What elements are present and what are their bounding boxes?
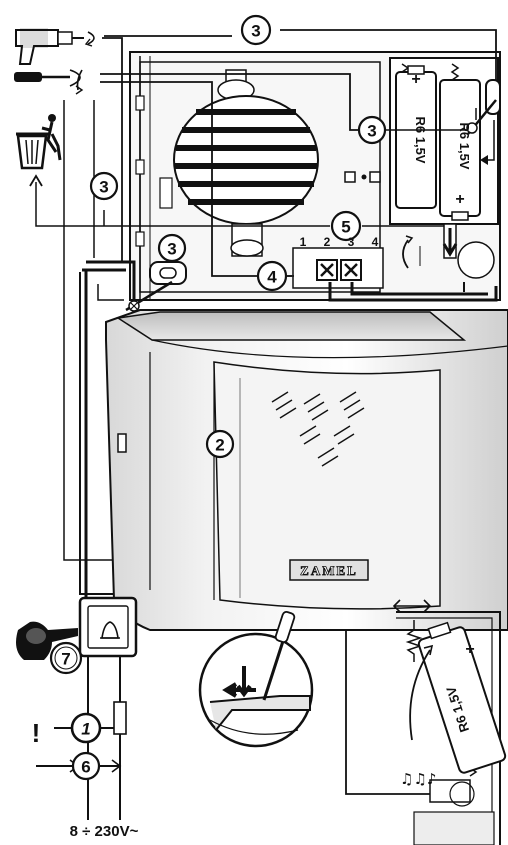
warning-mark: ! (32, 718, 41, 748)
step-marker-1-label: 1 (81, 720, 90, 739)
battery-detail-plus: + (465, 641, 474, 658)
drill-icon (15, 28, 95, 65)
step-marker-3-top: 3 (240, 14, 272, 46)
terminal-label-2: 2 (324, 235, 331, 249)
bell-icon (100, 621, 120, 639)
pry-detail-circle (198, 632, 314, 748)
step-marker-1: 1 (70, 712, 102, 744)
brand-label: ZAMEL (300, 563, 358, 578)
hand-press-icon (16, 621, 78, 660)
supply-voltage-label: 8 ÷ 230V~ (70, 823, 139, 840)
step-marker-4-label: 4 (267, 268, 277, 287)
trash-bin-icon (16, 114, 62, 170)
step-marker-3-grip: 3 (157, 233, 187, 263)
step-marker-6-label: 6 (81, 758, 90, 777)
step-marker-5-label: 5 (341, 218, 350, 237)
step-marker-3-left: 3 (89, 171, 119, 201)
terminal-label-1: 1 (300, 235, 307, 249)
step-marker-3-grip-label: 3 (167, 240, 176, 259)
screw-grip-left (125, 261, 187, 312)
step-marker-7-label: 7 (61, 650, 70, 669)
step-marker-2-label: 2 (215, 436, 224, 455)
bell-housing (105, 309, 508, 631)
music-notes-icon: ♫♫♪ (400, 770, 436, 788)
screwdriver-icon (14, 69, 84, 95)
battery-1-plus: + (411, 71, 420, 88)
adjust-arrow-icon (402, 223, 495, 279)
screw-grip-right (466, 79, 501, 135)
step-marker-3-top-label: 3 (251, 22, 260, 41)
step-marker-3-battery-label: 3 (367, 122, 376, 141)
step-marker-2: 2 (205, 429, 235, 459)
battery-2-label: R6 1,5V (457, 123, 472, 170)
battery-compartment (389, 57, 499, 225)
terminal-label-3: 3 (348, 235, 355, 249)
step-marker-5: 5 (330, 210, 362, 242)
gong-speaker (173, 69, 319, 257)
terminal-block (292, 247, 384, 289)
battery-1-label: R6 1,5V (413, 117, 428, 164)
battery-detail (392, 599, 507, 845)
step-marker-3-left-label: 3 (99, 178, 108, 197)
terminal-label-4: 4 (372, 235, 379, 249)
step-marker-4: 4 (256, 260, 288, 292)
step-marker-7: 7 (49, 641, 83, 675)
screwdriver-pry-icon (222, 611, 296, 701)
status-led (344, 171, 381, 183)
step-marker-6: 6 (71, 751, 101, 781)
battery-2-plus: + (455, 191, 464, 208)
step-marker-3-battery: 3 (357, 115, 387, 145)
